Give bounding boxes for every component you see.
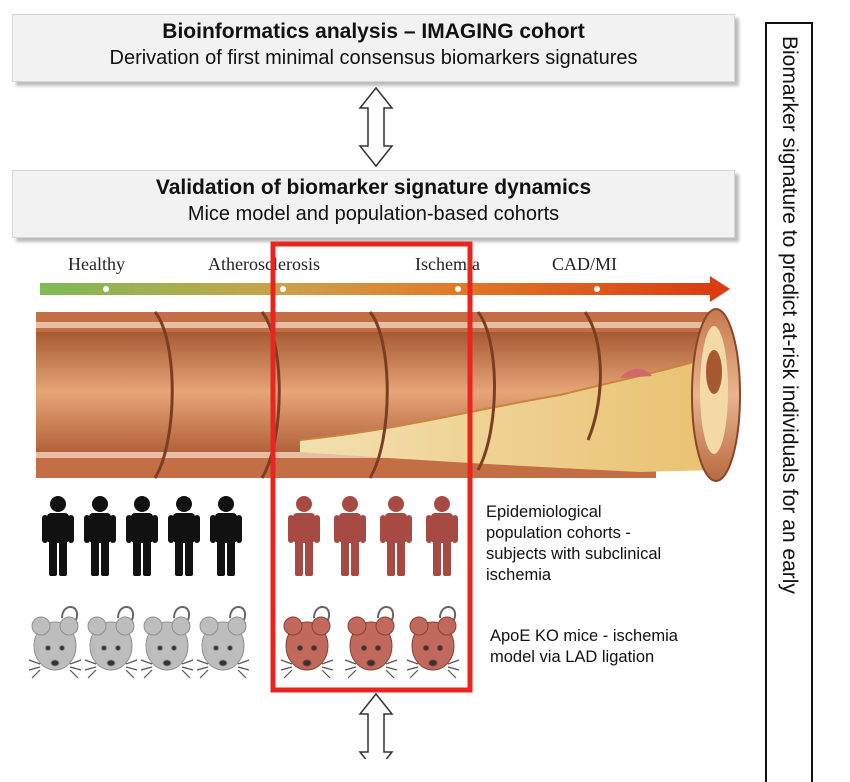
person-icon bbox=[168, 496, 200, 576]
validation-box: Validation of biomarker signature dynami… bbox=[12, 170, 735, 238]
mouse-icon bbox=[28, 605, 82, 679]
validation-title: Validation of biomarker signature dynami… bbox=[155, 176, 592, 199]
person-icon bbox=[288, 496, 320, 576]
stage-label-healthy: Healthy bbox=[68, 254, 125, 274]
human-cohort-note: Epidemiological population cohorts - sub… bbox=[486, 502, 661, 586]
double-arrow-icon bbox=[358, 692, 394, 759]
side-label-box: Biomarker signature to predict at-risk i… bbox=[765, 22, 813, 782]
disease-progression-arrow bbox=[40, 276, 730, 302]
stage-label-cad-mi: CAD/MI bbox=[552, 254, 618, 274]
person-icon bbox=[126, 496, 158, 576]
person-icon bbox=[210, 496, 242, 576]
person-icon bbox=[42, 496, 74, 576]
mouse-icon bbox=[196, 605, 250, 679]
ischemic-people-group bbox=[288, 496, 458, 576]
ischemia-highlight-box bbox=[270, 241, 473, 693]
human-note-line: subjects with subclinical bbox=[486, 545, 662, 563]
human-note-line: ischemia bbox=[486, 566, 552, 584]
mice-note-line: model via LAD ligation bbox=[490, 648, 655, 666]
mice-model-note: ApoE KO mice - ischemia model via LAD li… bbox=[490, 626, 678, 668]
person-icon bbox=[334, 496, 366, 576]
person-icon bbox=[426, 496, 458, 576]
human-note-line: population cohorts - bbox=[486, 524, 631, 542]
mouse-icon bbox=[84, 605, 138, 679]
person-icon bbox=[380, 496, 412, 576]
mouse-icon bbox=[406, 605, 460, 679]
double-arrow-icon bbox=[358, 86, 394, 168]
healthy-mice-group bbox=[28, 605, 250, 679]
mice-note-line: ApoE KO mice - ischemia bbox=[490, 627, 678, 645]
bioinformatics-subtitle: Derivation of first minimal consensus bi… bbox=[109, 47, 638, 69]
diagram-artwork bbox=[28, 86, 741, 759]
mouse-icon bbox=[344, 605, 398, 679]
healthy-people-group bbox=[42, 496, 242, 576]
stage-label-atherosclerosis: Atherosclerosis bbox=[208, 254, 320, 274]
mouse-icon bbox=[140, 605, 194, 679]
artery-illustration bbox=[36, 308, 741, 482]
validation-subtitle: Mice model and population-based cohorts bbox=[187, 203, 560, 225]
mouse-icon bbox=[280, 605, 334, 679]
human-note-line: Epidemiological bbox=[486, 503, 602, 521]
bioinformatics-title: Bioinformatics analysis – IMAGING cohort bbox=[162, 20, 585, 43]
person-icon bbox=[84, 496, 116, 576]
ischemic-mice-group bbox=[280, 605, 460, 679]
side-label-text: Biomarker signature to predict at-risk i… bbox=[778, 36, 801, 594]
bioinformatics-analysis-box: Bioinformatics analysis – IMAGING cohort… bbox=[12, 14, 735, 82]
stage-label-ischemia: Ischemia bbox=[415, 254, 480, 274]
